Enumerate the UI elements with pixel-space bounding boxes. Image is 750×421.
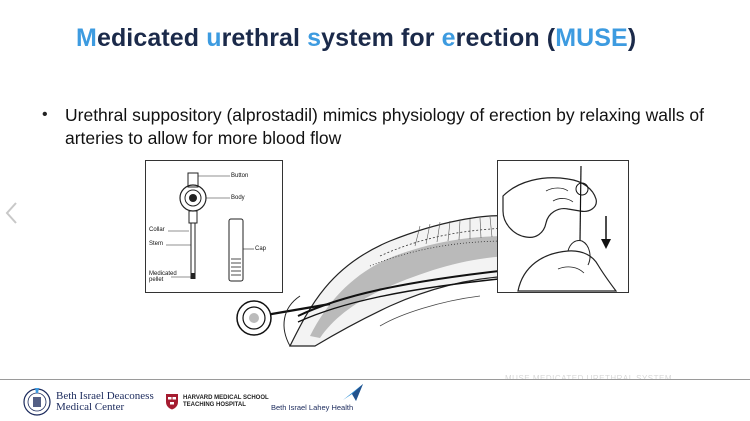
label-body: Body <box>231 195 245 201</box>
chevron-left-icon[interactable] <box>2 200 20 226</box>
title-part: ystem for <box>321 24 442 52</box>
title-part: e <box>441 24 456 52</box>
device-diagram: Button Body Collar Stem Cap Medicated pe… <box>145 160 283 293</box>
label-stem: Stem <box>149 241 164 247</box>
title-part: u <box>206 24 222 52</box>
title-part: M <box>76 24 97 52</box>
bullet-text: Urethral suppository (alprostadil) mimic… <box>65 105 705 148</box>
title-part: s <box>307 24 322 52</box>
bilh-arrow-icon <box>343 384 363 401</box>
title-part: MUSE <box>555 24 628 52</box>
title-part: ) <box>627 24 637 52</box>
bidmc-line1: Beth Israel Deaconess <box>56 390 154 402</box>
bidmc-line2: Medical Center <box>56 401 125 413</box>
harvard-line1: HARVARD MEDICAL SCHOOL <box>183 395 269 401</box>
title-part: rection ( <box>455 24 556 52</box>
anatomy-illustration <box>220 196 520 358</box>
footer-divider <box>0 379 750 380</box>
bidmc-seal-icon <box>23 388 51 416</box>
label-cap: Cap <box>255 246 267 252</box>
label-collar: Collar <box>149 227 165 233</box>
title-part: rethral <box>221 24 308 52</box>
bilh-wordmark: Beth Israel Lahey Health <box>271 403 354 412</box>
title-part: edicated <box>96 24 207 52</box>
label-pellet: Medicated pellet <box>149 271 177 283</box>
insertion-illustration <box>497 160 629 293</box>
bullet-marker: • <box>42 106 48 123</box>
bidmc-wordmark: Beth Israel Deaconess Medical Center <box>56 391 154 413</box>
label-button: Button <box>231 173 249 179</box>
footer <box>0 380 750 421</box>
harvard-line2: TEACHING HOSPITAL <box>183 402 246 408</box>
slide-title: Medicated urethral system for erection (… <box>76 24 636 53</box>
device-illustration <box>166 172 254 282</box>
harvard-wordmark: HARVARD MEDICAL SCHOOL TEACHING HOSPITAL <box>183 395 269 409</box>
harvard-shield-icon <box>166 394 178 410</box>
faint-overlay-text: MUSE MEDICATED URETHRAL SYSTEM <box>505 374 672 383</box>
